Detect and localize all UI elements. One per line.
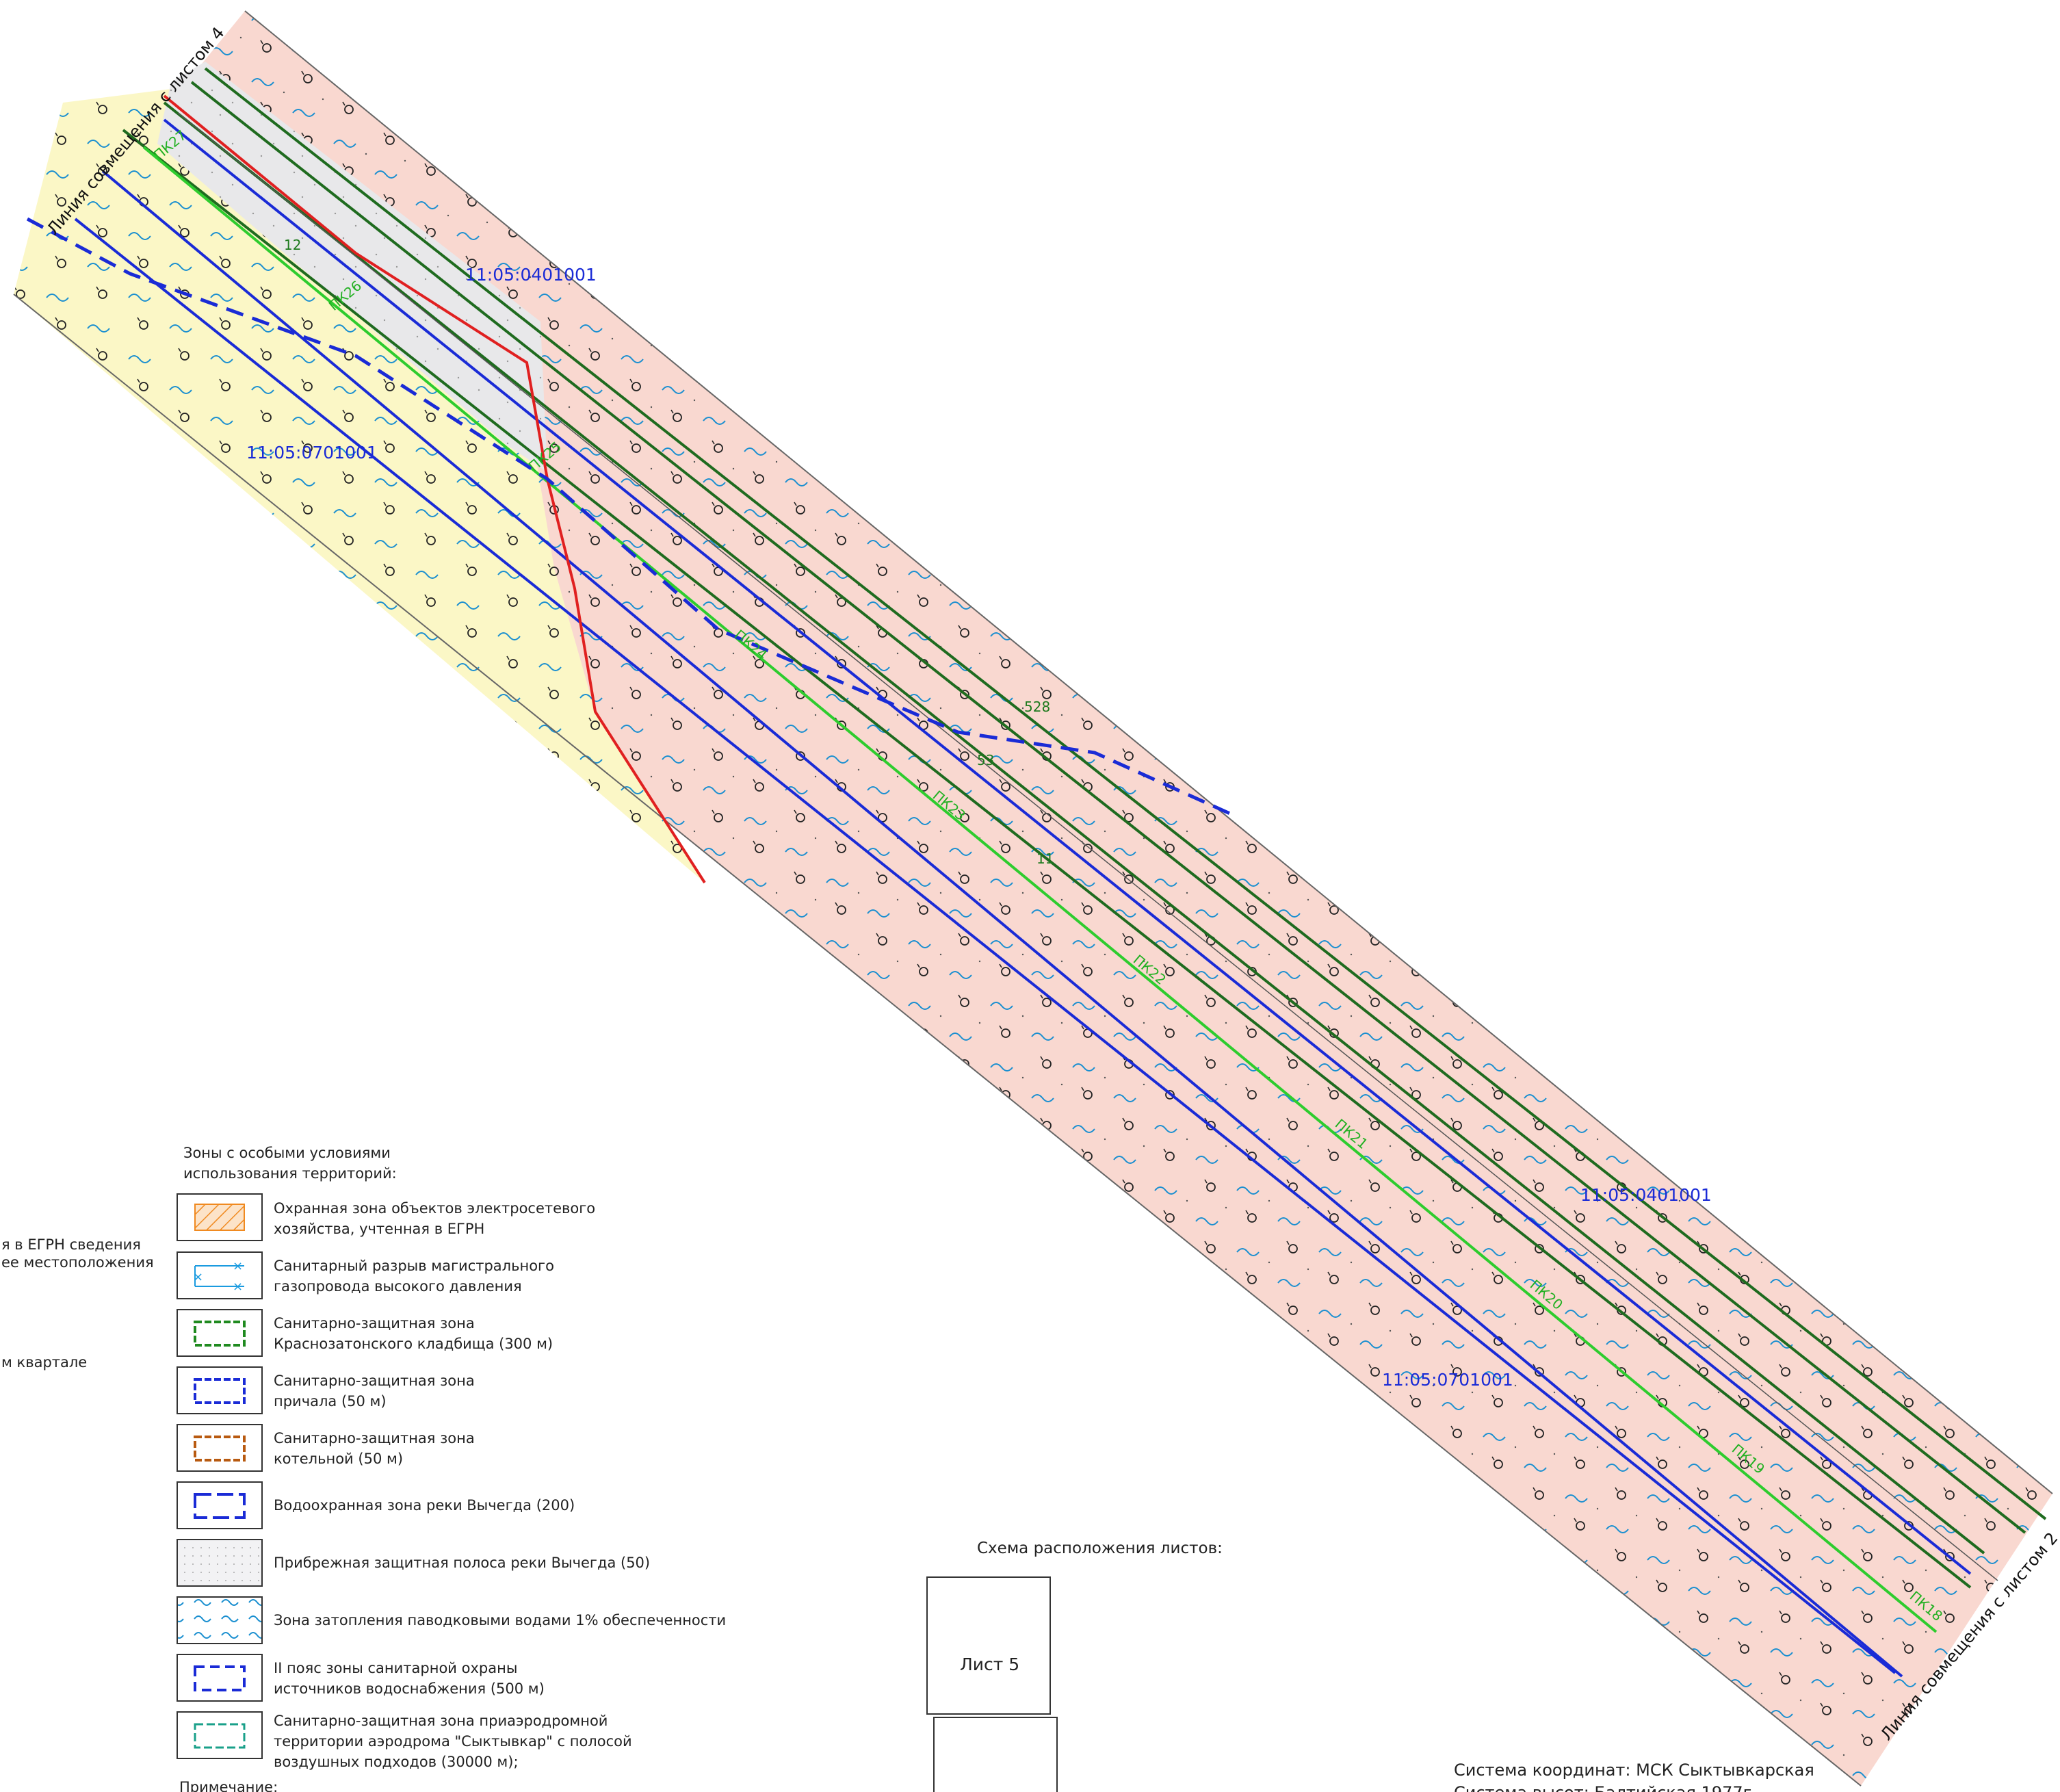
strip-boundary (244, 10, 2053, 1494)
legend-item-label: Краснозатонского кладбища (300 м) (274, 1336, 553, 1352)
coord-system: Система координат: МСК Сыктывкарская (1454, 1761, 1814, 1780)
sheet-box-next (933, 1717, 1058, 1792)
legend-item-label: Прибрежная защитная полоса реки Вычегда … (274, 1555, 650, 1571)
legend-swatch-sanitary (194, 1665, 246, 1691)
point-label: 528 (1024, 699, 1050, 715)
legend-swatch-cemetery (194, 1321, 246, 1347)
legend-item-label: Санитарно-защитная зона (274, 1315, 475, 1332)
parcel-label: 11:05:0701001 (1382, 1370, 1513, 1390)
parcel-label: 11:05:0701001 (246, 443, 378, 463)
coastal-strip-grey (157, 62, 547, 472)
legend-item-label: Санитарно-защитная зона приаэродромной (274, 1713, 608, 1729)
map-area: 11:05:0401001 11:05:0701001 11:05:040100… (13, 10, 2060, 1787)
svg-text:×: × (233, 1280, 243, 1294)
sheet-box (926, 1576, 1051, 1715)
left-fragment: м квартале (1, 1354, 87, 1371)
legend-item-label: источников водоснабжения (500 м) (274, 1680, 545, 1697)
height-system: Система высот: Балтийская 1977г. (1454, 1783, 1757, 1792)
blue-lines (74, 118, 1972, 1678)
legend-item-label: Водоохранная зона реки Вычегда (200) (274, 1497, 575, 1514)
legend-swatch-flood (177, 1596, 263, 1644)
legend-item-label: II пояс зоны санитарной охраны (274, 1660, 517, 1676)
strip-boundary-bottom (13, 294, 1862, 1787)
legend-item-label: Зона затопления паводковыми водами 1% об… (274, 1612, 726, 1628)
legend-item-label: котельной (50 м) (274, 1451, 403, 1467)
sheet-scheme: Схема расположения листов: Лист 5 (926, 1540, 1223, 1792)
zone-yellow (14, 89, 705, 883)
legend-item-label: газопровода высокого давления (274, 1278, 522, 1295)
legend-swatch-airport (194, 1723, 246, 1749)
legend-title: Зоны с особыми условиями (183, 1145, 391, 1161)
scheme-title: Схема расположения листов: (977, 1540, 1223, 1557)
green-dark-lines (122, 67, 2047, 1589)
legend-swatch-water-protection (194, 1493, 246, 1519)
thin-line (177, 112, 1998, 1581)
legend-swatch-boiler (194, 1436, 246, 1462)
point-label: 11 (1036, 850, 1054, 867)
legend-swatch-coastal (177, 1539, 263, 1587)
left-fragment: ее местоположения (1, 1254, 154, 1271)
green-centerline (142, 146, 1938, 1633)
legend-item-label: причала (50 м) (274, 1393, 387, 1410)
point-label: 12 (284, 237, 301, 253)
legend-item-label: воздушных подходов (30000 м); (274, 1754, 519, 1770)
parcel-label: 11:05:0401001 (465, 265, 597, 285)
point-label: 53 (977, 752, 994, 768)
legend-swatch-power (194, 1204, 245, 1231)
blue-dashed-boundary (26, 217, 1233, 816)
sheet-label: Лист 5 (960, 1654, 1019, 1674)
legend-item-label: Санитарный разрыв магистрального (274, 1258, 554, 1274)
svg-text:×: × (193, 1270, 203, 1284)
legend-title: использования территорий: (183, 1165, 397, 1182)
legend-item-label: хозяйства, учтенная в ЕГРН (274, 1221, 484, 1237)
legend-item-label: Охранная зона объектов электросетевого (274, 1200, 595, 1217)
legend-item-label: Санитарно-защитная зона (274, 1373, 475, 1389)
svg-text:×: × (233, 1259, 243, 1273)
parcel-label: 11:05:0401001 (1580, 1185, 1712, 1205)
legend-item-label: Санитарно-защитная зона (274, 1430, 475, 1446)
left-fragment: я в ЕГРН сведения (1, 1236, 141, 1253)
note-fragment: Примечание: (179, 1779, 278, 1792)
legend-swatch-pier (194, 1378, 246, 1404)
legend: Зоны с особыми условиями использования т… (1, 1145, 726, 1792)
legend-item-label: территории аэродрома "Сыктывкар" с полос… (274, 1733, 632, 1750)
